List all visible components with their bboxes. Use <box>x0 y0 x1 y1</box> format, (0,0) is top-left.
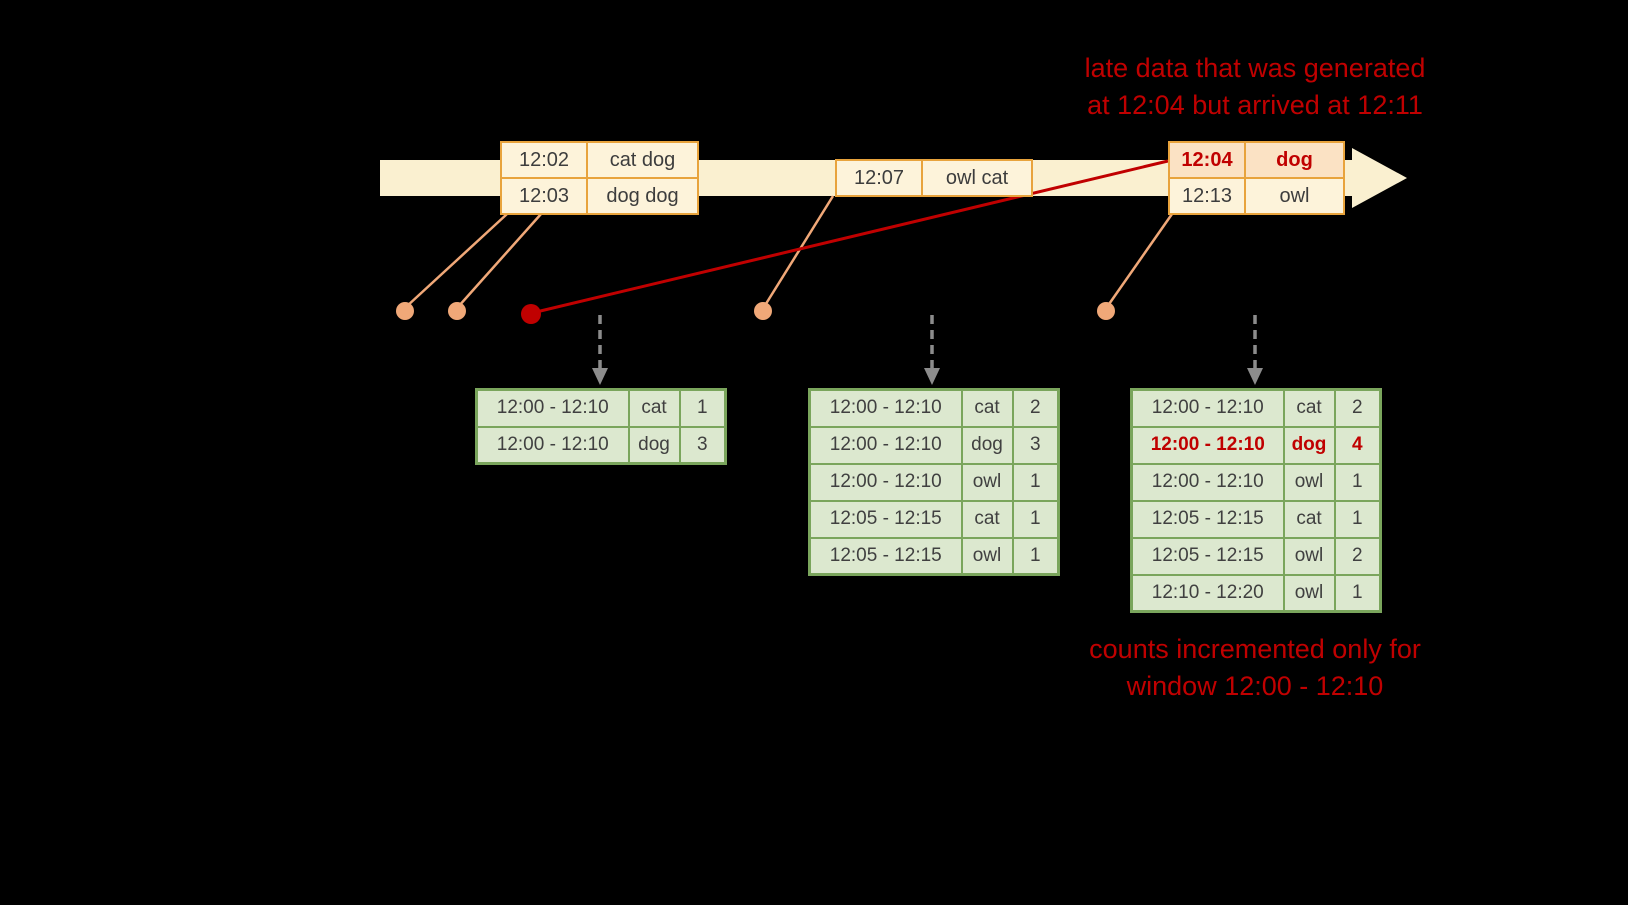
event-connector-line-1202 <box>405 213 508 308</box>
event-words-cell: dog <box>1244 141 1345 179</box>
count-cell: 1 <box>1333 499 1382 539</box>
late-data-annotation-line2: at 12:04 but arrived at 12:11 <box>1087 90 1423 120</box>
counts-annotation-line2: window 12:00 - 12:10 <box>1126 671 1384 701</box>
word-cell: cat <box>1282 388 1336 428</box>
word-cell: owl <box>960 462 1014 502</box>
count-cell: 1 <box>1333 462 1382 502</box>
count-cell: 1 <box>1011 536 1060 576</box>
result-table-1: 12:00 - 12:10 cat 1 12:00 - 12:10 dog 3 <box>475 388 727 465</box>
window-cell: 12:10 - 12:20 <box>1130 573 1285 613</box>
word-cell: cat <box>627 388 681 428</box>
result-table-3: 12:00 - 12:10 cat 2 12:00 - 12:10 dog 4 … <box>1130 388 1382 613</box>
word-cell: owl <box>960 536 1014 576</box>
event-box-group-1: 12:02 cat dog 12:03 dog dog <box>500 141 699 215</box>
count-cell: 1 <box>1333 573 1382 613</box>
word-cell: owl <box>1282 462 1336 502</box>
result-row: 12:05 - 12:15 cat 1 <box>1130 499 1382 539</box>
count-cell: 2 <box>1333 536 1382 576</box>
window-cell: 12:00 - 12:10 <box>1130 425 1285 465</box>
event-connector-line-1207 <box>762 195 835 308</box>
result-row: 12:00 - 12:10 owl 1 <box>808 462 1060 502</box>
word-cell: cat <box>960 499 1014 539</box>
count-cell: 1 <box>678 388 727 428</box>
event-time-cell: 12:07 <box>835 159 923 197</box>
count-cell: 2 <box>1011 388 1060 428</box>
result-table-2: 12:00 - 12:10 cat 2 12:00 - 12:10 dog 3 … <box>808 388 1060 576</box>
arrival-dot-1202 <box>396 302 414 320</box>
event-words-cell: owl cat <box>921 159 1033 197</box>
window-cell: 12:00 - 12:10 <box>1130 388 1285 428</box>
window-cell: 12:00 - 12:10 <box>475 388 630 428</box>
event-box-group-2: 12:07 owl cat <box>835 159 1033 197</box>
result-row: 12:05 - 12:15 owl 2 <box>1130 536 1382 576</box>
window-cell: 12:00 - 12:10 <box>808 425 963 465</box>
window-cell: 12:00 - 12:10 <box>1130 462 1285 502</box>
event-connector-line-1203 <box>457 213 542 308</box>
late-arrival-dot-1204 <box>521 304 541 324</box>
event-time-cell: 12:13 <box>1168 177 1246 215</box>
count-cell: 2 <box>1333 388 1382 428</box>
window-cell: 12:05 - 12:15 <box>1130 536 1285 576</box>
result-row: 12:00 - 12:10 cat 2 <box>808 388 1060 428</box>
event-row-late: 12:04 dog <box>1168 141 1345 179</box>
arrival-dot-1203 <box>448 302 466 320</box>
window-cell: 12:05 - 12:15 <box>808 499 963 539</box>
count-cell: 1 <box>1011 499 1060 539</box>
event-row: 12:03 dog dog <box>500 177 699 215</box>
count-cell: 3 <box>1011 425 1060 465</box>
count-cell: 1 <box>1011 462 1060 502</box>
result-row: 12:00 - 12:10 owl 1 <box>1130 462 1382 502</box>
event-words-cell: cat dog <box>586 141 699 179</box>
word-cell: dog <box>960 425 1014 465</box>
window-cell: 12:00 - 12:10 <box>475 425 630 465</box>
late-data-annotation-line1: late data that was generated <box>1084 53 1426 83</box>
event-row: 12:13 owl <box>1168 177 1345 215</box>
result-row-late-update: 12:00 - 12:10 dog 4 <box>1130 425 1382 465</box>
event-time-cell: 12:02 <box>500 141 588 179</box>
result-row: 12:00 - 12:10 dog 3 <box>475 425 727 465</box>
trigger-arrow-3-head <box>1247 368 1263 385</box>
word-cell: cat <box>960 388 1014 428</box>
counts-annotation-line1: counts incremented only for <box>1089 634 1421 664</box>
window-cell: 12:05 - 12:15 <box>1130 499 1285 539</box>
event-row: 12:02 cat dog <box>500 141 699 179</box>
result-row: 12:10 - 12:20 owl 1 <box>1130 573 1382 613</box>
result-row: 12:00 - 12:10 cat 2 <box>1130 388 1382 428</box>
trigger-arrow-1-head <box>592 368 608 385</box>
word-cell: cat <box>1282 499 1336 539</box>
counts-annotation: counts incremented only for window 12:00… <box>1025 631 1485 705</box>
event-words-cell: dog dog <box>586 177 699 215</box>
arrival-dot-1207 <box>754 302 772 320</box>
late-data-connector-line <box>531 159 1169 315</box>
late-data-annotation: late data that was generated at 12:04 bu… <box>1025 50 1485 124</box>
word-cell: owl <box>1282 536 1336 576</box>
event-words-cell: owl <box>1244 177 1345 215</box>
result-row: 12:00 - 12:10 dog 3 <box>808 425 1060 465</box>
window-cell: 12:00 - 12:10 <box>808 388 963 428</box>
event-time-cell: 12:03 <box>500 177 588 215</box>
event-time-cell: 12:04 <box>1168 141 1246 179</box>
trigger-arrow-2-head <box>924 368 940 385</box>
result-row: 12:05 - 12:15 cat 1 <box>808 499 1060 539</box>
count-cell: 3 <box>678 425 727 465</box>
event-connector-line-1213 <box>1105 213 1174 308</box>
arrival-dot-1213 <box>1097 302 1115 320</box>
count-cell: 4 <box>1333 425 1382 465</box>
event-row: 12:07 owl cat <box>835 159 1033 197</box>
result-row: 12:05 - 12:15 owl 1 <box>808 536 1060 576</box>
word-cell: dog <box>1282 425 1336 465</box>
event-box-group-3: 12:04 dog 12:13 owl <box>1168 141 1345 215</box>
word-cell: owl <box>1282 573 1336 613</box>
word-cell: dog <box>627 425 681 465</box>
window-cell: 12:05 - 12:15 <box>808 536 963 576</box>
window-cell: 12:00 - 12:10 <box>808 462 963 502</box>
result-row: 12:00 - 12:10 cat 1 <box>475 388 727 428</box>
